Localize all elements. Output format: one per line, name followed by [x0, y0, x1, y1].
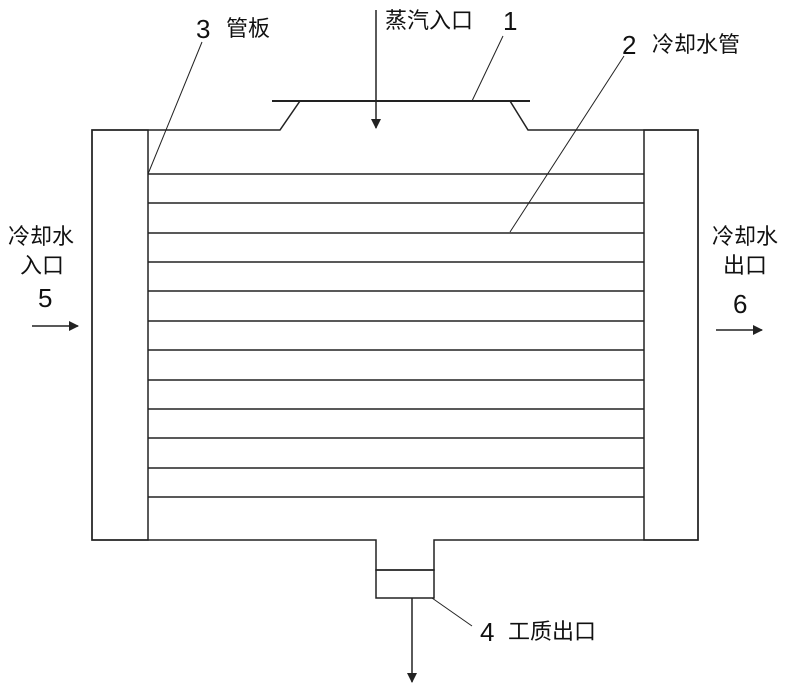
cooling-water-outlet-number: 6	[733, 289, 747, 319]
steam-inlet-number: 1	[503, 6, 517, 36]
leader-working-fluid-outlet	[431, 597, 473, 627]
cooling-water-inlet-line2: 入口	[20, 254, 64, 279]
cooling-water-outlet-line2: 出口	[723, 254, 767, 279]
working-fluid-outlet-label: 工质出口	[508, 620, 596, 645]
cooling-tubes	[148, 173, 644, 498]
cooling-tube-label: 冷却水管	[652, 33, 740, 58]
cooling-tube-number: 2	[622, 30, 636, 60]
tube-sheet-number: 3	[196, 14, 210, 44]
cooling-water-inlet-line1: 冷却水	[8, 225, 74, 250]
leader-steam-inlet	[471, 35, 504, 102]
right-tube-sheet	[643, 129, 699, 541]
working-fluid-outlet-number: 4	[480, 617, 494, 647]
tube-sheet-label: 管板	[226, 17, 270, 42]
steam-inlet-label: 蒸汽入口	[385, 9, 473, 34]
shell-outline	[91, 100, 699, 571]
leader-cooling-tube	[509, 55, 625, 233]
outlet-nozzle	[375, 569, 435, 599]
leader-tube-sheet	[147, 41, 203, 175]
cooling-water-outlet-line1: 冷却水	[712, 225, 778, 250]
left-tube-sheet	[91, 129, 149, 541]
cooling-water-inlet-number: 5	[38, 283, 52, 313]
